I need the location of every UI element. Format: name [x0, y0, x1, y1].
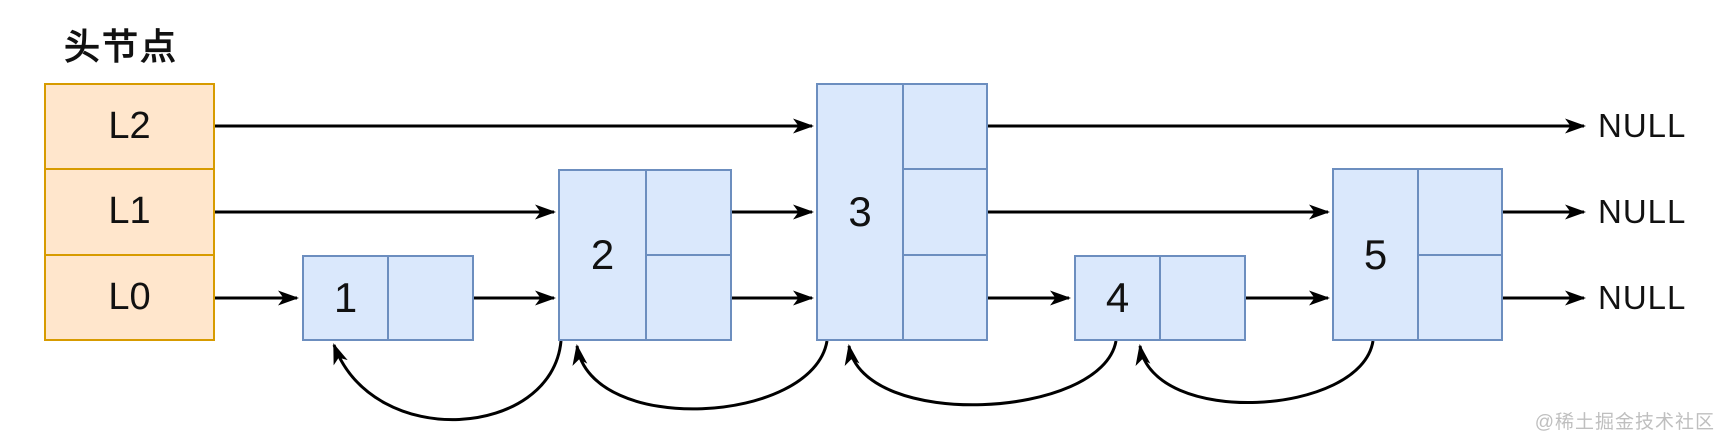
node-2-ptr-l1 — [647, 171, 730, 256]
node-2-pointers — [647, 171, 730, 339]
head-level-l0: L0 — [108, 275, 151, 318]
node-3-value: 3 — [818, 85, 904, 339]
head-node: L2 L1 L0 — [44, 83, 215, 341]
null-label-l1: NULL — [1598, 193, 1687, 230]
node-5-value: 5 — [1334, 170, 1419, 339]
node-1-ptr-l0 — [389, 257, 472, 339]
head-node-title: 头节点 — [64, 26, 179, 67]
node-4-pointers — [1161, 257, 1244, 339]
node-5-ptr-l1 — [1419, 170, 1501, 256]
node-3-pointers — [904, 85, 986, 339]
node-3-ptr-l0 — [904, 256, 986, 339]
node-1-pointers — [389, 257, 472, 339]
node-3: 3 — [816, 83, 988, 341]
node-4-ptr-l0 — [1161, 257, 1244, 339]
head-level-l2: L2 — [46, 85, 213, 171]
node-5: 5 — [1332, 168, 1503, 341]
arrow-back-node3-to-node2 — [572, 340, 829, 411]
arrow-back-node2-to-node1 — [332, 340, 563, 421]
watermark: @稀土掘金技术社区 — [1534, 412, 1715, 433]
null-label-l2: NULL — [1598, 107, 1687, 144]
arrow-back-node4-to-node3 — [844, 340, 1118, 407]
null-label-l0: NULL — [1598, 279, 1687, 316]
node-3-ptr-l1 — [904, 170, 986, 256]
head-level-l1: L1 — [46, 170, 213, 256]
node-2-ptr-l0 — [647, 256, 730, 339]
node-1: 1 — [302, 255, 474, 341]
node-3-ptr-l2 — [904, 85, 986, 171]
node-1-value: 1 — [304, 257, 389, 339]
node-4-value: 4 — [1076, 257, 1161, 339]
node-5-pointers — [1419, 170, 1501, 339]
node-2-value: 2 — [560, 171, 647, 339]
node-2: 2 — [558, 169, 732, 341]
arrow-back-node5-to-node4 — [1135, 340, 1375, 404]
node-4: 4 — [1074, 255, 1246, 341]
node-5-ptr-l0 — [1419, 256, 1501, 340]
